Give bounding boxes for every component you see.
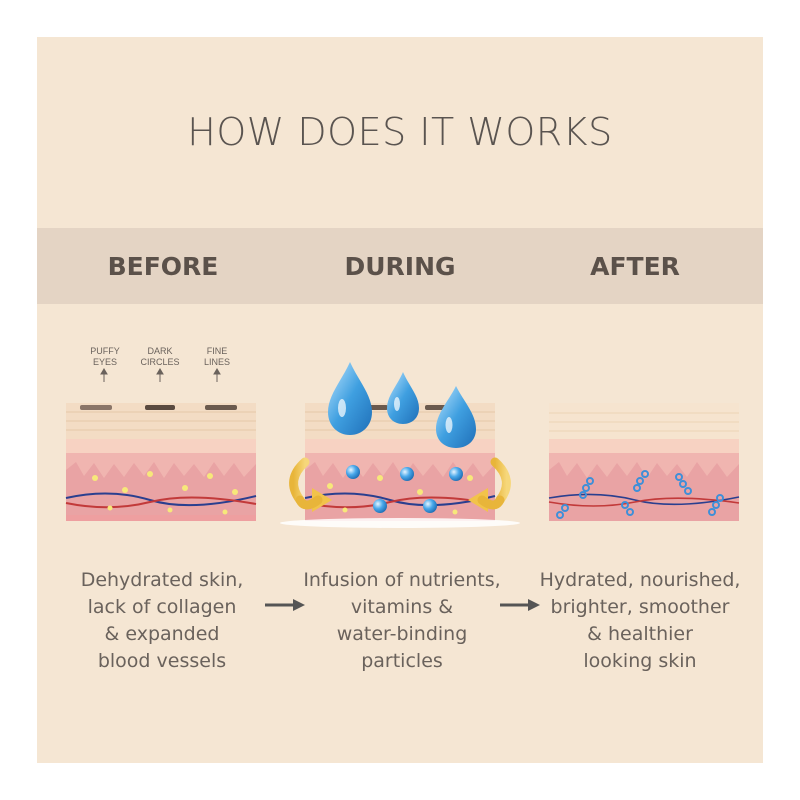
label-line: PUFFY xyxy=(90,346,120,356)
description-line: particles xyxy=(361,650,443,672)
description-line: looking skin xyxy=(583,650,697,672)
label-dark-circles: DARK CIRCLES xyxy=(135,346,185,368)
header-band xyxy=(37,228,763,304)
skin-before xyxy=(65,403,257,521)
water-drop-icon xyxy=(328,362,476,448)
skin-during xyxy=(280,362,520,528)
label-line: LINES xyxy=(203,357,230,367)
description-line: water-binding xyxy=(336,623,468,645)
skin-after xyxy=(548,403,740,521)
label-line: FINE xyxy=(206,346,228,356)
description-line: vitamins & xyxy=(350,596,454,618)
description-line: & expanded xyxy=(104,623,220,645)
description-before: Dehydrated skin, lack of collagen & expa… xyxy=(42,567,282,675)
description-line: blood vessels xyxy=(97,650,227,672)
description-after: Hydrated, nourished, brighter, smoother … xyxy=(520,567,760,675)
arrow-right-icon xyxy=(500,599,540,611)
label-line: CIRCLES xyxy=(140,357,180,367)
nutrient-particles xyxy=(346,465,463,513)
circular-arrow-icon xyxy=(289,457,511,512)
heading-after: AFTER xyxy=(590,252,680,281)
heading-during: DURING xyxy=(344,252,456,281)
description-during: Infusion of nutrients, vitamins & water-… xyxy=(282,567,522,675)
label-pointers xyxy=(100,368,221,382)
description-line: brighter, smoother xyxy=(550,596,730,618)
heading-before: BEFORE xyxy=(107,252,219,281)
description-line: lack of collagen xyxy=(87,596,237,618)
label-line: DARK xyxy=(147,346,173,356)
description-line: Dehydrated skin, xyxy=(80,569,244,591)
description-line: & healthier xyxy=(587,623,693,645)
arrow-right-icon xyxy=(265,599,305,611)
description-line: Infusion of nutrients, xyxy=(303,569,501,591)
label-puffy-eyes: PUFFY EYES xyxy=(80,346,130,368)
label-line: EYES xyxy=(92,357,117,367)
page-title: HOW DOES IT WORKS xyxy=(187,110,613,154)
label-fine-lines: FINE LINES xyxy=(192,346,242,368)
description-line: Hydrated, nourished, xyxy=(539,569,741,591)
